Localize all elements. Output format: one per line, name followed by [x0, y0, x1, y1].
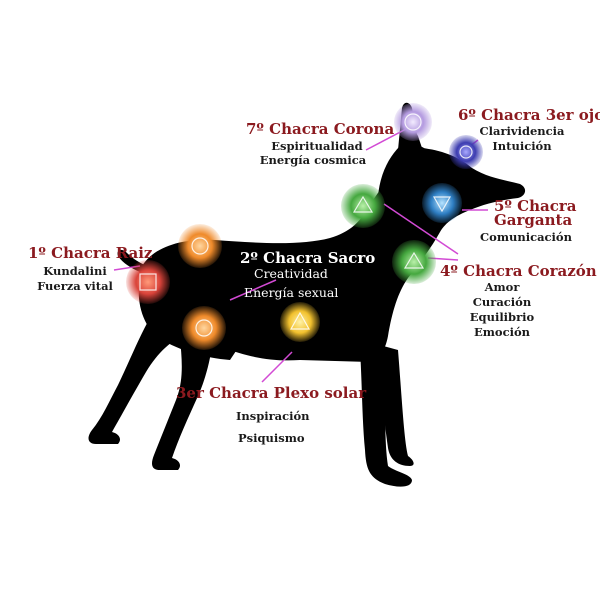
sacral-chakra-title: 2º Chacra Sacro: [240, 249, 376, 267]
heart-chakra-line-2: Curación: [472, 295, 532, 309]
throat-chakra-title-line-2: Garganta: [494, 211, 573, 229]
sacral-symbol-icon-2: [195, 319, 213, 337]
heart-chakra-title: 4º Chacra Corazón: [440, 262, 597, 280]
solar-plexus-chakra-title: 3er Chacra Plexo solar: [176, 384, 367, 402]
chakra-sacral-orb-upper: [178, 224, 222, 268]
heart-chakra-line-1: Amor: [484, 280, 520, 294]
crown-chakra-line-2: Energía cosmica: [259, 153, 367, 167]
crown-symbol-icon: [404, 113, 422, 131]
chakra-heart-orb-lower: [392, 240, 436, 284]
throat-chakra-title-line-1: 5º Chacra: [494, 197, 577, 215]
chakra-root-orb: [126, 260, 170, 304]
chakra-crown-orb: [394, 103, 432, 141]
third-eye-chakra-line-1: Clarividencia: [479, 124, 565, 138]
solar-plexus-chakra-line-1: Inspiración: [236, 409, 310, 423]
third-eye-chakra-line-2: Intuición: [492, 139, 552, 153]
connector-heart-a: [383, 203, 459, 255]
crown-chakra-line-1: Espiritualidad: [271, 139, 363, 153]
chakra-sacral-orb-lower: [182, 306, 226, 350]
heart-symbol-icon-2: [403, 251, 425, 269]
sacral-chakra-line-2: Energía sexual: [244, 285, 339, 300]
third-eye-symbol-icon: [459, 145, 473, 159]
sacral-symbol-icon: [191, 237, 209, 255]
root-symbol-icon: [139, 273, 157, 291]
chakra-third-eye-orb: [449, 135, 483, 169]
throat-chakra-line-1: Comunicación: [480, 230, 572, 244]
sacral-chakra-line-1: Creatividad: [254, 266, 328, 281]
heart-symbol-icon: [352, 195, 374, 213]
solar-symbol-icon: [289, 311, 311, 330]
root-chakra-line-1: Kundalini: [43, 264, 107, 278]
chakra-throat-orb: [422, 183, 462, 223]
chakra-orbs: [126, 103, 483, 350]
root-chakra-title: 1º Chacra Raiz: [28, 244, 153, 262]
throat-symbol-icon: [432, 196, 452, 213]
heart-chakra-line-4: Emoción: [473, 325, 530, 339]
third-eye-chakra-title: 6º Chacra 3er ojo: [458, 106, 600, 124]
chakra-solar-orb: [280, 302, 320, 342]
chakra-glyphs: [139, 113, 473, 337]
root-chakra-line-2: Fuerza vital: [37, 279, 113, 293]
solar-plexus-chakra-line-2: Psiquismo: [238, 431, 305, 445]
connector-solar: [261, 351, 293, 383]
crown-chakra-title: 7º Chacra Corona: [246, 120, 395, 138]
connector-sacral: [229, 279, 277, 301]
heart-chakra-line-3: Equilibrio: [469, 310, 535, 324]
chakra-heart-orb-upper: [341, 184, 385, 228]
